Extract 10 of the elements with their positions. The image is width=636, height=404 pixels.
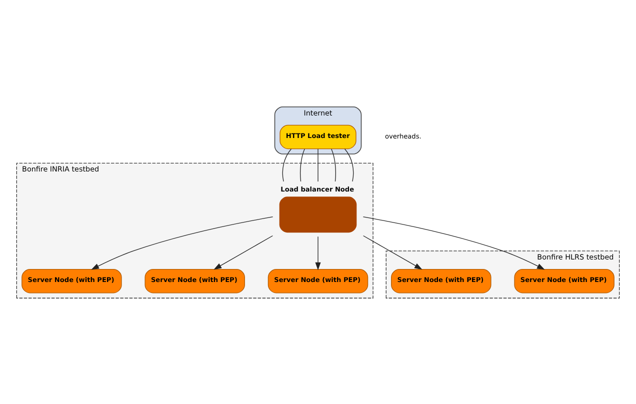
arrow [214,234,273,270]
node-box [279,196,357,232]
arrow [362,216,545,270]
connector [331,148,336,182]
arrow [363,234,422,270]
arrow [91,216,274,270]
connector [300,148,305,182]
connector [344,148,354,182]
arrow [315,236,321,270]
connector [282,148,292,182]
